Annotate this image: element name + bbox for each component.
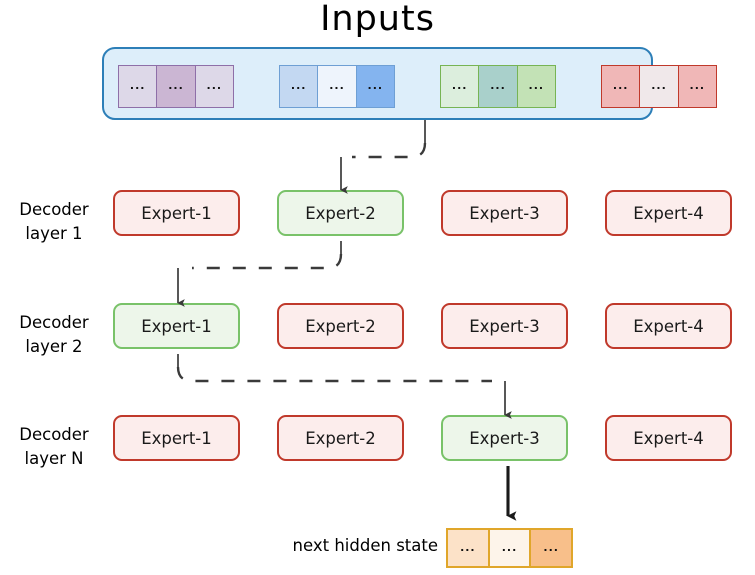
input-token-cell: ...	[479, 66, 518, 107]
decoder-layer-label-line1: Decoder	[19, 313, 89, 332]
red-token-group: .........	[601, 65, 717, 108]
decoder-layer-label: Decoder layer N	[4, 423, 104, 471]
input-token-cell: ...	[119, 66, 158, 107]
page-title: Inputs	[320, 0, 435, 39]
expert-box-1-layer-3[interactable]: Expert-1	[113, 415, 240, 461]
expert-box-2-layer-2[interactable]: Expert-2	[277, 303, 404, 349]
input-token-cell: ...	[157, 66, 196, 107]
expert-box-4-layer-3[interactable]: Expert-4	[605, 415, 732, 461]
next-hidden-state-cells: .........	[446, 528, 573, 568]
expert-box-2-layer-1[interactable]: Expert-2	[277, 190, 404, 236]
hidden-state-cell: ...	[448, 530, 490, 566]
input-token-cell: ...	[195, 66, 233, 107]
hidden-state-cell: ...	[531, 530, 572, 566]
input-token-cell: ...	[441, 66, 480, 107]
purple-token-group: .........	[118, 65, 234, 108]
blue-token-group: .........	[279, 65, 395, 108]
expert-box-4-layer-2[interactable]: Expert-4	[605, 303, 732, 349]
input-token-cell: ...	[318, 66, 357, 107]
decoder-layer-label-line2: layer N	[24, 448, 84, 468]
input-token-cell: ...	[640, 66, 679, 107]
expert-box-2-layer-3[interactable]: Expert-2	[277, 415, 404, 461]
expert-box-3-layer-1[interactable]: Expert-3	[441, 190, 568, 236]
input-token-cell: ...	[602, 66, 641, 107]
decoder-layer-label-line1: Decoder	[19, 425, 89, 444]
decoder-layer-label: Decoder layer 1	[4, 198, 104, 246]
input-token-cell: ...	[356, 66, 394, 107]
expert-box-3-layer-3[interactable]: Expert-3	[441, 415, 568, 461]
decoder-layer-label-line2: layer 1	[25, 223, 83, 243]
decoder-layer-label-line1: Decoder	[19, 200, 89, 219]
input-token-cell: ...	[517, 66, 555, 107]
expert-box-4-layer-1[interactable]: Expert-4	[605, 190, 732, 236]
decoder-layer-label-line2: layer 2	[25, 336, 83, 356]
green-token-group: .........	[440, 65, 556, 108]
input-token-cell: ...	[678, 66, 716, 107]
next-hidden-state-label: next hidden state	[292, 536, 438, 555]
hidden-state-cell: ...	[489, 530, 532, 566]
expert-box-1-layer-2[interactable]: Expert-1	[113, 303, 240, 349]
expert-box-3-layer-2[interactable]: Expert-3	[441, 303, 568, 349]
input-token-cell: ...	[280, 66, 319, 107]
expert-box-1-layer-1[interactable]: Expert-1	[113, 190, 240, 236]
decoder-layer-label: Decoder layer 2	[4, 311, 104, 359]
